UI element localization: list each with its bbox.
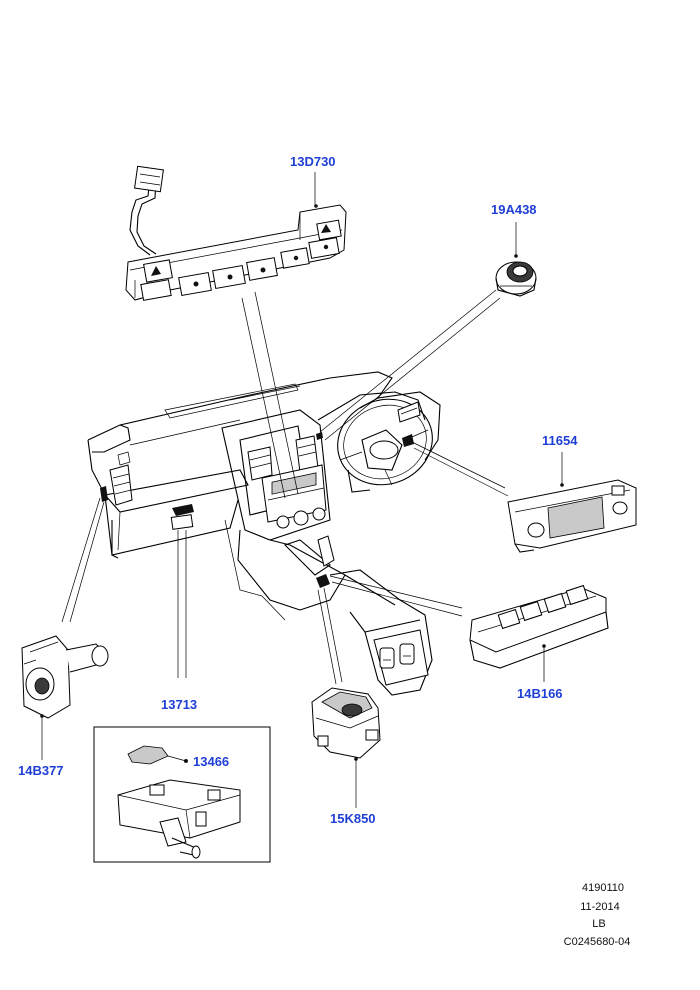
variant-code: LB [592, 918, 605, 930]
part-11654-display-module [507, 479, 637, 553]
part-13466-cover [127, 745, 188, 765]
leader-lines [41, 172, 563, 808]
drawing-metadata: 4190110 11-2014 LB C0245680-04 [564, 882, 631, 948]
part-13d730-switch-pack [125, 165, 347, 301]
drawing-code: C0245680-04 [564, 936, 631, 948]
callout-19a438[interactable]: 19A438 [491, 202, 537, 217]
switch-buttons [140, 219, 342, 301]
callout-15k850[interactable]: 15K850 [330, 811, 376, 826]
part-14b166-window-switch-pack [469, 584, 609, 669]
callout-14b377[interactable]: 14B377 [18, 763, 64, 778]
callout-14b166[interactable]: 14B166 [517, 686, 563, 701]
part-15k850-rotary-controller [311, 687, 381, 761]
callout-labels: 13D730 19A438 11654 14B166 13713 13466 1… [18, 154, 578, 826]
part-13713-switch [117, 779, 241, 859]
dashboard-illustration [87, 371, 441, 696]
part-13713-detail-box [93, 726, 271, 863]
part-14b377-light-switch [21, 635, 109, 719]
callout-13d730[interactable]: 13D730 [290, 154, 336, 169]
callout-13466[interactable]: 13466 [193, 754, 229, 769]
callout-13713[interactable]: 13713 [161, 697, 197, 712]
part-19a438-socket [495, 254, 537, 297]
callout-11654[interactable]: 11654 [542, 433, 578, 448]
ref-number: 4190110 [582, 882, 624, 894]
drawing-date: 11-2014 [580, 901, 620, 913]
